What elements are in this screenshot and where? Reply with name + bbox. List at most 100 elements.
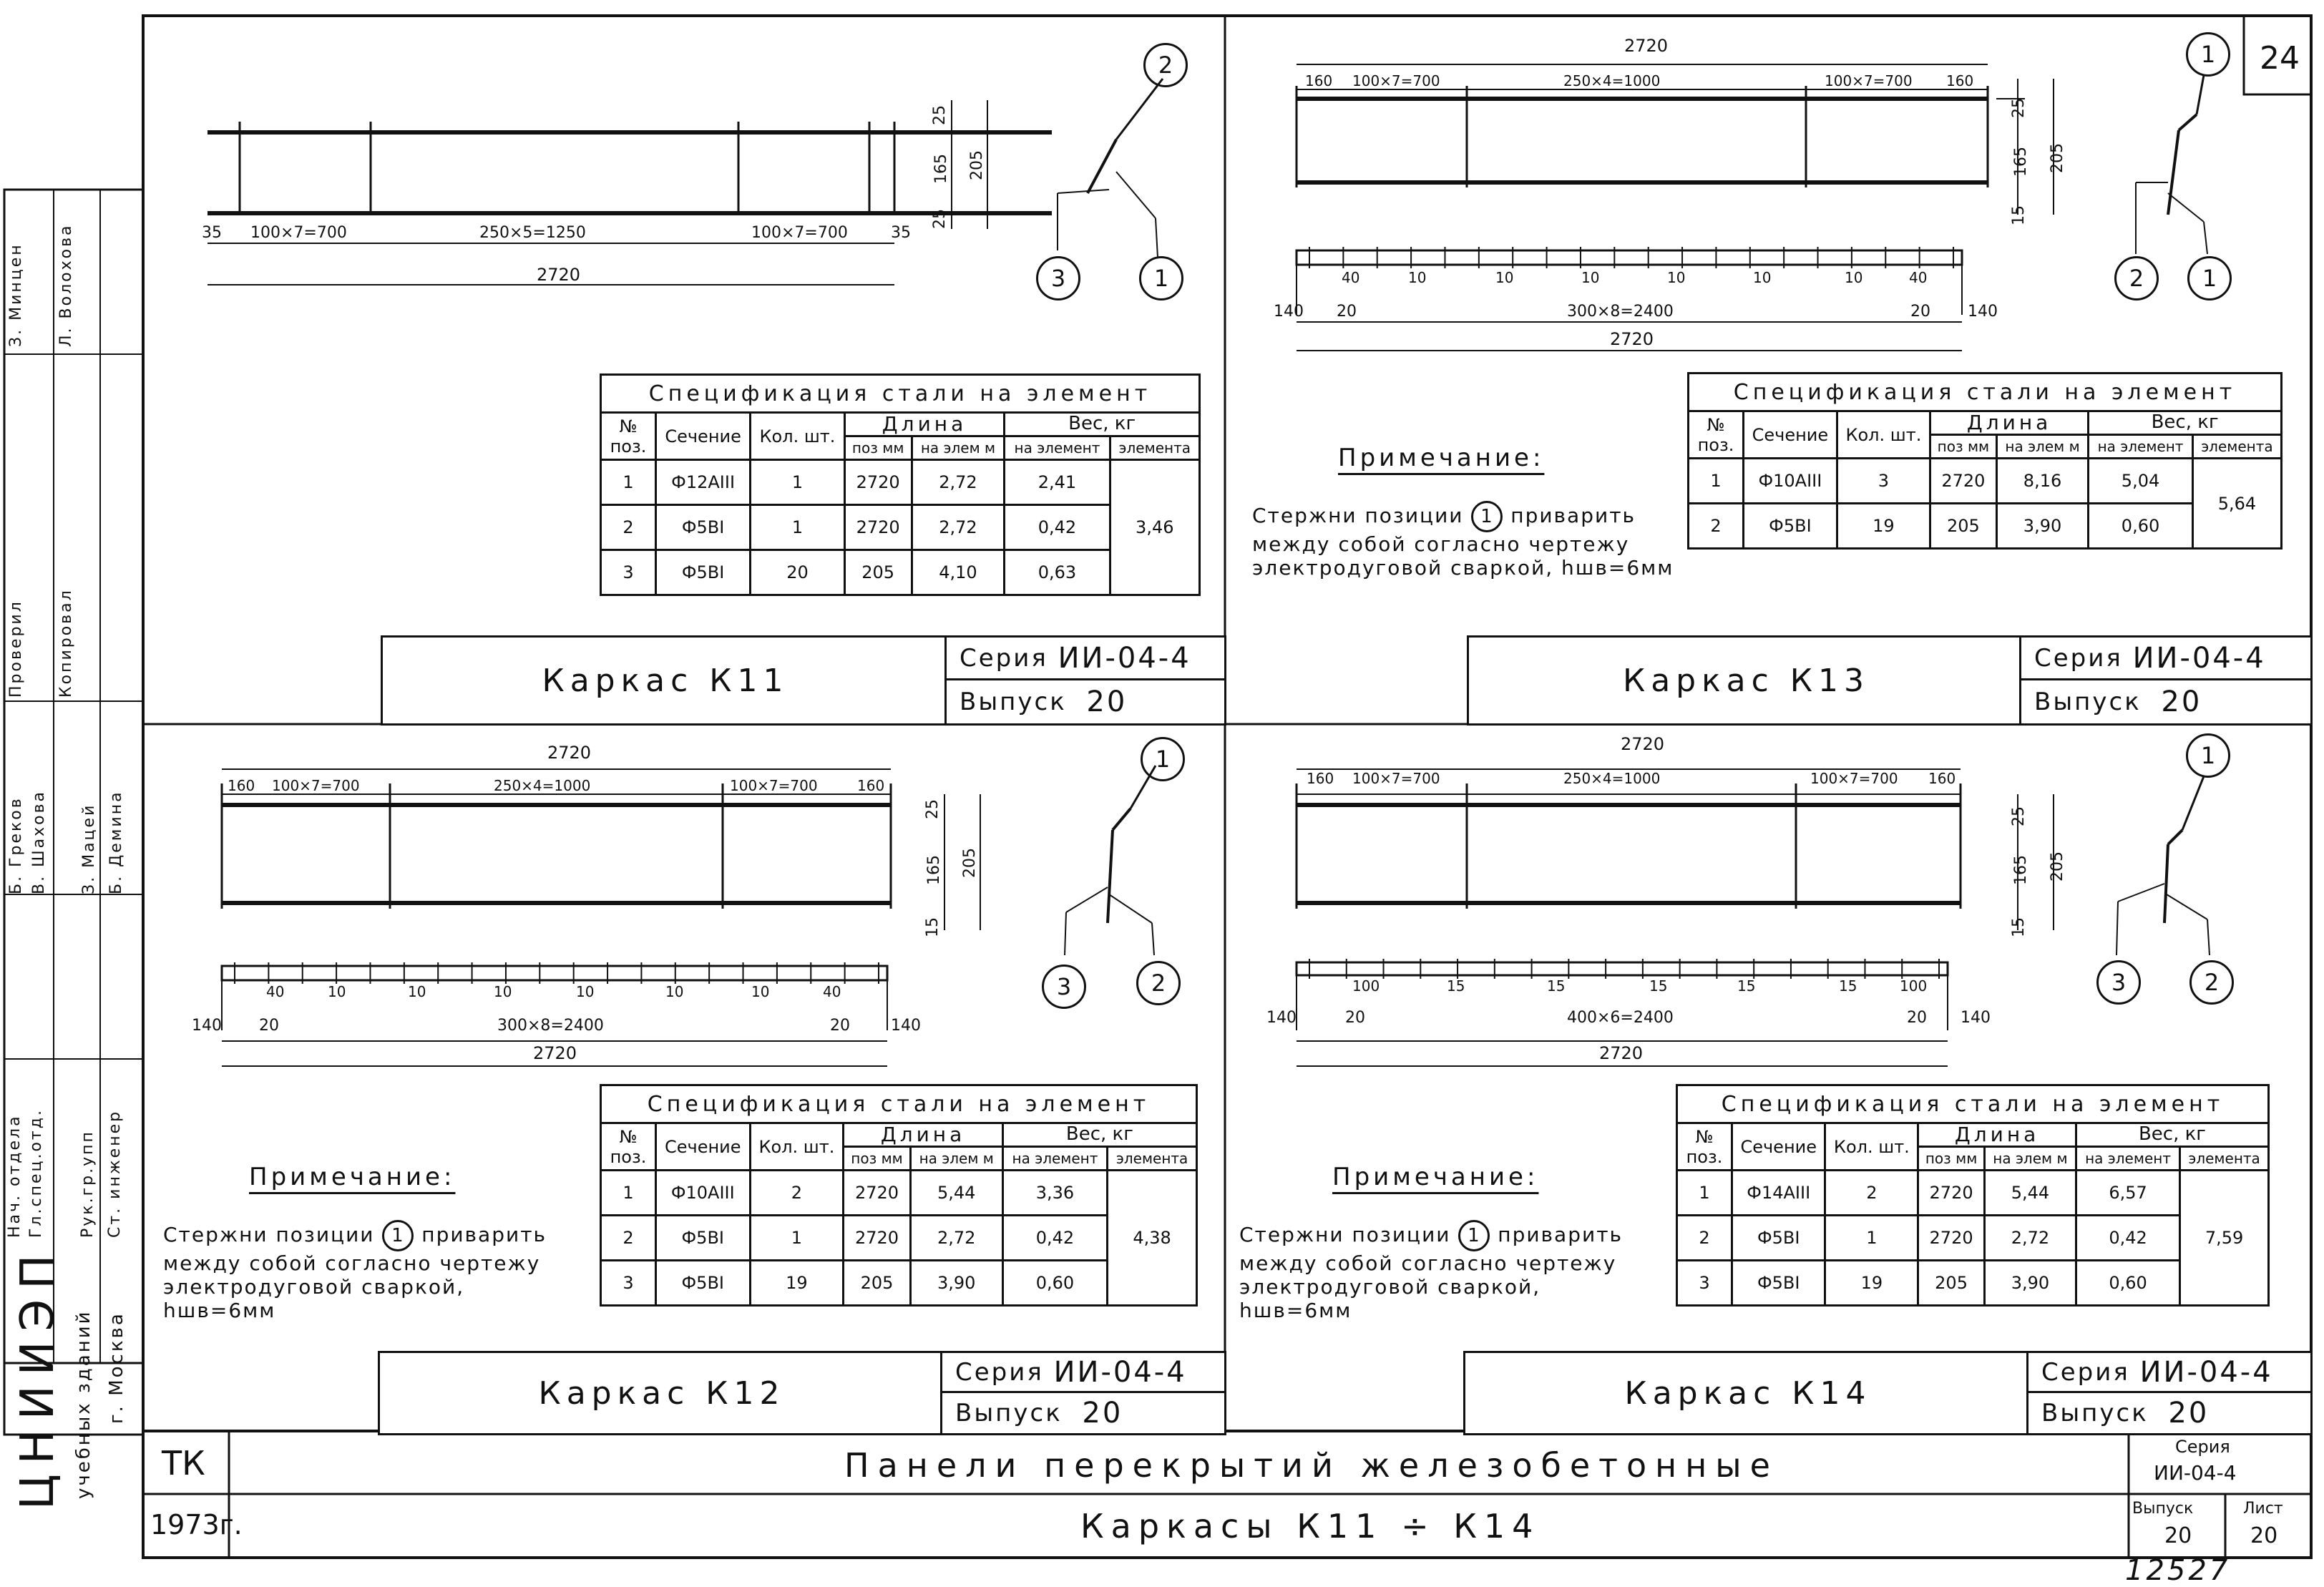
- k14-plan-15-a: 15: [1447, 977, 1465, 995]
- cell: 2,72: [1983, 1214, 2077, 1261]
- k13-plan-10-f: 10: [1845, 269, 1863, 286]
- k14-dim-right-side: 100×7=700: [1810, 770, 1898, 787]
- table-row: 2 Ф5ВI 1 2720 2,72 0,42: [600, 504, 1200, 551]
- k14-dim-h-all: 205: [2049, 851, 2066, 882]
- sheet-number: 24: [2260, 40, 2300, 77]
- k12-spec-table: Спецификация стали на элемент № поз. Сеч…: [600, 1084, 1198, 1307]
- k13-callout-left: 2: [2114, 256, 2159, 301]
- k11-dim-right-side: 100×7=700: [751, 224, 848, 242]
- k12-plan-end-left: 140: [192, 1017, 222, 1035]
- cell: 19: [748, 1259, 845, 1307]
- table-row: 1 Ф12АIII 1 2720 2,72 2,41 3,46: [600, 459, 1201, 596]
- k12-plan-mid: 300×8=2400: [497, 1017, 604, 1035]
- stamp-city: г. Москва: [106, 1312, 127, 1424]
- k14-col-len-elem: на элем м: [1983, 1146, 2077, 1171]
- k13-dim-h-mid: 165: [2012, 147, 2030, 177]
- stamp-name-1: Б. Греков: [7, 796, 25, 894]
- k12-col-qty: Кол. шт.: [748, 1122, 845, 1171]
- k13-plan-10-d: 10: [1667, 269, 1686, 286]
- note-text-2: приварить между собой согласно чертежу э…: [1252, 504, 1674, 580]
- k12-plan-10-c: 10: [494, 983, 512, 1000]
- cell: Ф5ВI: [1730, 1214, 1827, 1261]
- k14-plan-100-left: 100: [1352, 977, 1380, 995]
- table-row: 1 Ф10АIII 3 2720 8,16 5,04 5,64: [1687, 457, 2283, 550]
- k13-plan-end-right: 140: [1968, 303, 1998, 321]
- note-text-2: приварить между собой согласно чертежу э…: [163, 1223, 547, 1323]
- k14-callout-left: 3: [2096, 960, 2141, 1005]
- k12-plan-10-e: 10: [665, 983, 684, 1000]
- k14-callout-right: 2: [2189, 960, 2234, 1005]
- k12-callout-left: 3: [1042, 965, 1086, 1009]
- issue-label: Выпуск: [955, 1399, 1063, 1427]
- issue-label: Выпуск: [2041, 1399, 2149, 1427]
- k12-plan-10-f: 10: [751, 983, 770, 1000]
- cell: Ф10АIII: [655, 1169, 751, 1216]
- k13-total-weight: 5,64: [2191, 457, 2283, 550]
- k13-dim-h-all: 205: [2049, 143, 2066, 173]
- k14-dim-total: 2720: [1621, 734, 1665, 754]
- series-value: ИИ-04-4: [1058, 641, 1191, 675]
- cell: 1: [1676, 1169, 1733, 1216]
- cell: 2720: [842, 1214, 912, 1261]
- cell: 0,42: [1001, 1214, 1109, 1261]
- k12-dim-right-side: 100×7=700: [730, 777, 818, 794]
- k12-plan-small-left: 20: [259, 1017, 279, 1035]
- k11-dim-h-top: 25: [931, 105, 949, 125]
- k13-callout-right: 1: [2187, 256, 2232, 301]
- k11-callout-top: 2: [1143, 43, 1188, 87]
- stamp-role-5: Проверил: [7, 600, 25, 698]
- note-text-1: Стержни позиции: [1239, 1223, 1451, 1247]
- note-position-circle: 1: [382, 1220, 414, 1252]
- k11-col-w-total: элемента: [1108, 435, 1201, 461]
- cell: 3,36: [1001, 1169, 1109, 1216]
- k12-note-title: Примечание:: [249, 1163, 456, 1191]
- cell: 205: [843, 549, 913, 596]
- k13-plan-40-right: 40: [1909, 269, 1928, 286]
- series-label: Серия: [2041, 1357, 2130, 1387]
- stamp-name-5: З. Минцен: [7, 243, 25, 347]
- k11-frame-name: Каркас К11: [381, 635, 948, 726]
- k13-plan-mid: 300×8=2400: [1567, 303, 1674, 321]
- k14-callout-top: 1: [2186, 733, 2230, 778]
- stamp-role-6: Копировал: [57, 588, 75, 698]
- k12-plan-10-b: 10: [408, 983, 426, 1000]
- k12-plan-10-a: 10: [328, 983, 346, 1000]
- k14-note-title: Примечание:: [1332, 1163, 1539, 1191]
- issue-label: Выпуск: [960, 688, 1067, 716]
- cell: Ф5ВI: [655, 1214, 751, 1261]
- cell: 4,10: [910, 549, 1006, 596]
- cell: 3: [600, 1259, 657, 1307]
- k11-dim-right-end: 35: [891, 224, 911, 242]
- k14-dim-right-end: 160: [1928, 770, 1956, 787]
- k11-dim-h-mid: 165: [932, 154, 950, 184]
- k12-frame-name: Каркас К12: [378, 1351, 944, 1435]
- cell: 2: [1687, 502, 1744, 550]
- tb-issue-label: Выпуск: [2132, 1500, 2194, 1518]
- cell: 2720: [843, 459, 913, 506]
- subtitle: Каркасы К11 ÷ К14: [1080, 1507, 1541, 1546]
- series-label: Серия: [2034, 643, 2123, 673]
- k14-plan-total: 2720: [1599, 1043, 1644, 1063]
- k12-col-length: Длина: [842, 1122, 1004, 1148]
- cell: 1: [600, 1169, 657, 1216]
- series-value: ИИ-04-4: [2132, 641, 2266, 675]
- table-row: 3 Ф5ВI 19 205 3,90 0,60: [600, 1259, 1197, 1307]
- k12-dim-h-all: 205: [961, 848, 979, 878]
- cell: Ф10АIII: [1742, 457, 1838, 504]
- k12-note: Примечание: Стержни позиции 1 приварить …: [163, 1163, 578, 1322]
- table-row: 1 Ф14АIII 2 2720 5,44 6,57 7,59: [1676, 1169, 2270, 1307]
- k12-dim-mid: 250×4=1000: [494, 777, 591, 794]
- k14-total-weight: 7,59: [2179, 1169, 2270, 1307]
- k12-col-len-pos: поз мм: [842, 1146, 912, 1171]
- tb-issue-value: 20: [2164, 1523, 2192, 1548]
- k13-dim-right-side: 100×7=700: [1825, 72, 1913, 89]
- k14-plan-15-c: 15: [1649, 977, 1668, 995]
- k14-plan-small-right: 20: [1907, 1009, 1927, 1027]
- cell: 3: [1676, 1259, 1733, 1307]
- cell: 20: [749, 549, 846, 596]
- k13-dim-h-bot: 15: [2010, 205, 2028, 225]
- k14-col-length: Длина: [1917, 1122, 2077, 1148]
- cell: 1: [749, 459, 846, 506]
- k14-col-pos: № поз.: [1676, 1122, 1733, 1171]
- cell: 2,72: [910, 504, 1006, 551]
